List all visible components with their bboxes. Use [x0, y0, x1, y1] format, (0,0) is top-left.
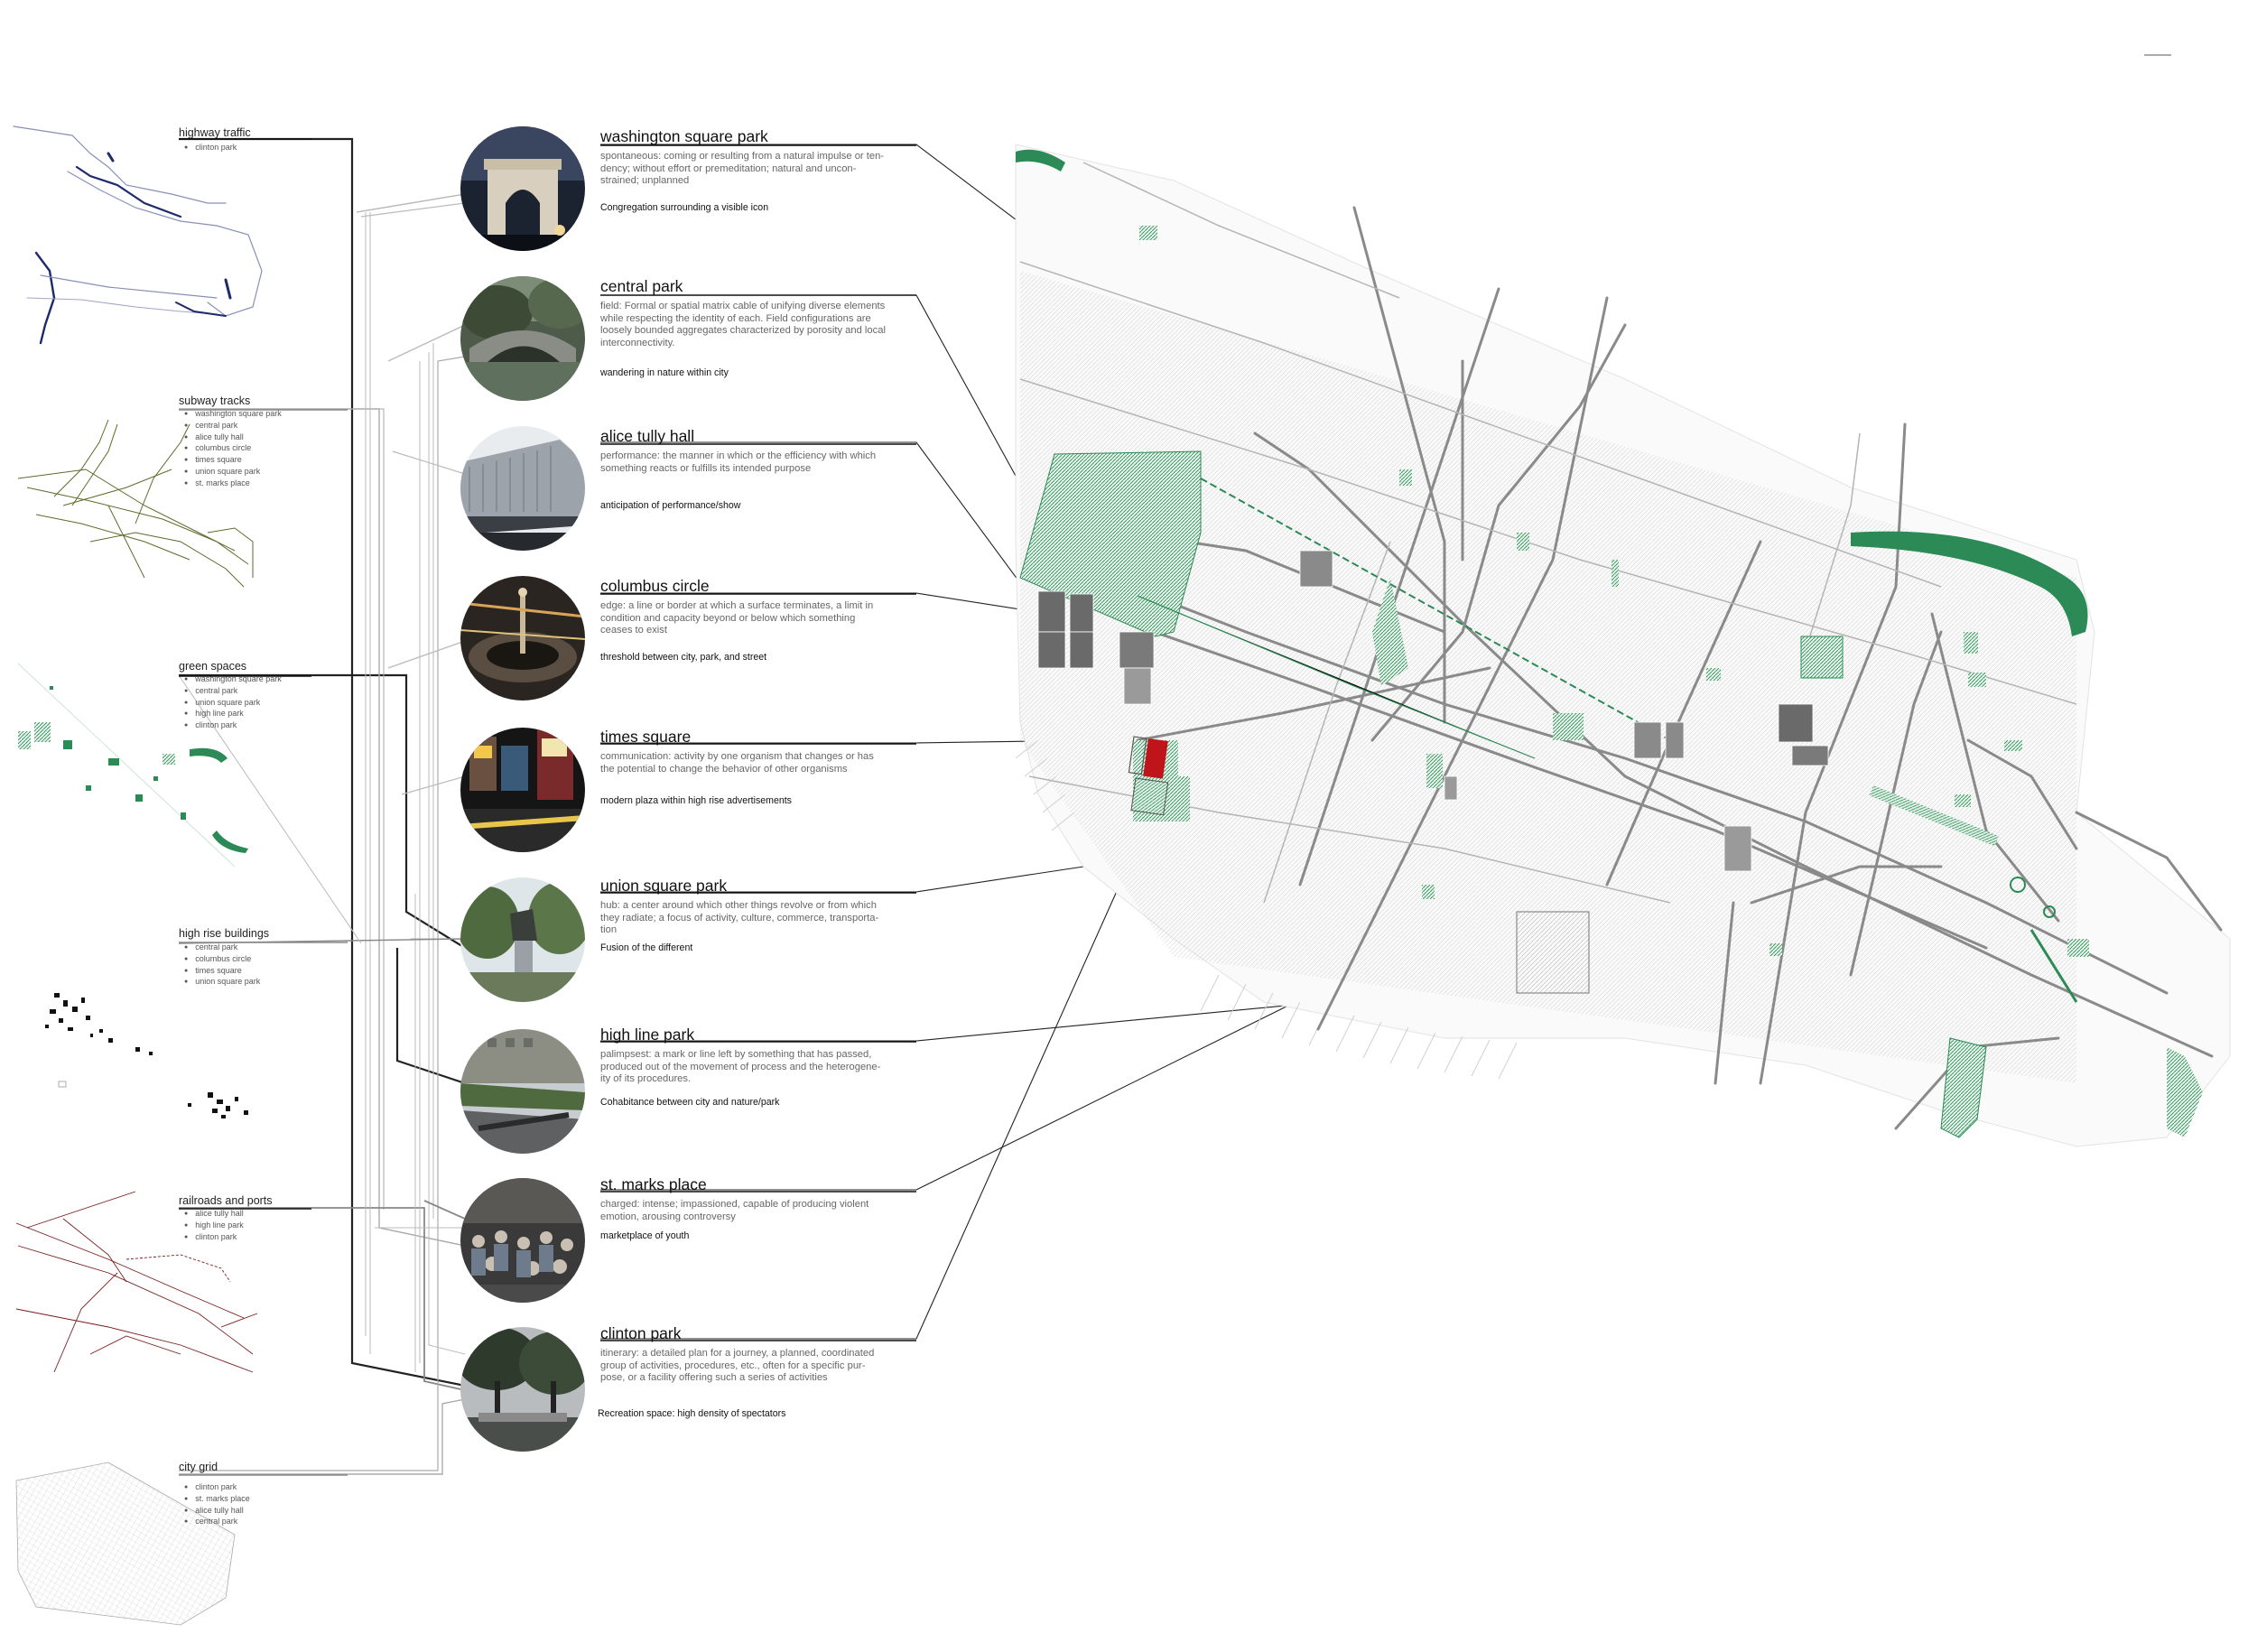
site-washington-square-park: washington square park spontaneous: comi… [600, 127, 925, 213]
site-note: Fusion of the different [600, 942, 693, 953]
elevated-park-photo [460, 1029, 585, 1154]
site-definition: communication: activity by one organism … [600, 751, 874, 775]
layer-site: union square park [184, 467, 282, 478]
connectors-layer-to-site [178, 137, 466, 1475]
layer-list-subway-tracks: washington square park central park alic… [184, 409, 282, 490]
layer-site: central park [184, 686, 282, 698]
map-site-blocks [1037, 550, 1829, 994]
layer-list-highway-traffic: clinton park [184, 143, 237, 154]
layer-title-subway-tracks: subway tracks [179, 394, 251, 407]
layer-site: columbus circle [184, 443, 282, 455]
site-title: washington square park [600, 127, 768, 145]
thumb-highway-traffic [13, 125, 263, 345]
site-definition: spontaneous: coming or resulting from a … [600, 151, 885, 187]
layer-site: clinton park [184, 720, 282, 732]
site-definition: palimpsest: a mark or line left by somet… [600, 1049, 881, 1085]
layer-site: clinton park [184, 1482, 250, 1494]
layer-site: times square [184, 455, 282, 467]
site-title: alice tully hall [600, 427, 695, 445]
layer-site: washington square park [184, 409, 282, 421]
site-times-square: times square communication: activity by … [600, 728, 925, 806]
trees-photo [460, 1327, 585, 1452]
layer-site: central park [184, 421, 282, 432]
scale-bar [2144, 54, 2171, 56]
manhattan-map [1015, 144, 2231, 1147]
site-definition: field: Formal or spatial matrix cable of… [600, 301, 886, 348]
site-definition: edge: a line or border at which a surfac… [600, 600, 874, 636]
site-definition: charged: intense; impassioned, capable o… [600, 1199, 869, 1222]
night-street-photo [460, 728, 585, 852]
site-columbus-circle: columbus circle edge: a line or border a… [600, 577, 925, 663]
layer-site: washington square park [184, 674, 282, 686]
layer-list-green-spaces: washington square park central park unio… [184, 674, 282, 732]
site-central-park: central park field: Formal or spatial ma… [600, 277, 925, 378]
layer-site: alice tully hall [184, 1506, 250, 1517]
site-note: Cohabitance between city and nature/park [600, 1096, 780, 1108]
layer-site: union square park [184, 977, 260, 988]
site-title: high line park [600, 1026, 695, 1044]
fountain-photo [460, 576, 585, 701]
site-note: wandering in nature within city [600, 367, 729, 379]
site-title: clinton park [600, 1324, 682, 1342]
site-clinton-park: clinton park itinerary: a detailed plan … [598, 1324, 925, 1419]
map-green-spaces [1016, 149, 2203, 1138]
layer-title-highway-traffic: highway traffic [179, 126, 251, 139]
layer-title-green-spaces: green spaces [179, 660, 247, 673]
site-title: st. marks place [600, 1175, 707, 1193]
map-highlight-blocks [1128, 736, 1169, 816]
site-definition: performance: the manner in which or the … [600, 450, 877, 474]
layer-site: central park [184, 1517, 250, 1528]
site-note: threshold between city, park, and street [600, 651, 767, 663]
building-photo [460, 426, 585, 551]
layer-list-high-rise-buildings: central park columbus circle times squar… [184, 942, 260, 988]
layer-site: high line park [184, 709, 282, 720]
layer-title-city-grid: city grid [179, 1461, 218, 1473]
thumb-high-rise-buildings [45, 993, 248, 1118]
layer-list-railroads-and-ports: alice tully hall high line park clinton … [184, 1209, 244, 1243]
statue-photo [460, 877, 585, 1002]
site-definition: hub: a center around which other things … [600, 900, 879, 936]
layer-site: st. marks place [184, 478, 282, 490]
site-title: columbus circle [600, 577, 710, 595]
site-high-line-park: high line park palimpsest: a mark or lin… [600, 1026, 925, 1108]
site-note: modern plaza within high rise advertisem… [600, 795, 792, 807]
site-union-square-park: union square park hub: a center around w… [600, 877, 925, 953]
bridge-photo [460, 276, 585, 401]
thumb-railroads-and-ports [15, 1191, 258, 1373]
layer-site: union square park [184, 698, 282, 710]
thumb-green-spaces [17, 663, 248, 868]
layer-site: times square [184, 966, 260, 978]
site-definition: itinerary: a detailed plan for a journey… [600, 1348, 875, 1384]
layer-site: columbus circle [184, 954, 260, 966]
layer-site: clinton park [184, 1232, 244, 1244]
arch-photo [460, 126, 585, 251]
site-note: anticipation of performance/show [600, 500, 741, 512]
layer-site: alice tully hall [184, 1209, 244, 1220]
layer-site: alice tully hall [184, 432, 282, 444]
layer-site: st. marks place [184, 1494, 250, 1506]
layer-title-high-rise-buildings: high rise buildings [179, 927, 270, 940]
site-title: union square park [600, 877, 728, 895]
site-st-marks-place: st. marks place charged: intense; impass… [600, 1175, 925, 1241]
site-note: Recreation space: high density of specta… [598, 1407, 786, 1419]
layer-site: high line park [184, 1220, 244, 1232]
crowd-photo [460, 1178, 585, 1303]
layer-site: central park [184, 942, 260, 954]
thumb-subway-tracks [17, 419, 254, 588]
site-alice-tully-hall: alice tully hall performance: the manner… [600, 427, 925, 511]
layer-site: clinton park [184, 143, 237, 154]
layer-list-city-grid: clinton park st. marks place alice tully… [184, 1482, 250, 1528]
site-title: central park [600, 277, 683, 295]
site-title: times square [600, 728, 692, 746]
layer-title-railroads-and-ports: railroads and ports [179, 1194, 273, 1207]
thumb-city-grid [15, 1462, 236, 1626]
site-note: marketplace of youth [600, 1230, 690, 1242]
site-note: Congregation surrounding a visible icon [600, 201, 769, 213]
